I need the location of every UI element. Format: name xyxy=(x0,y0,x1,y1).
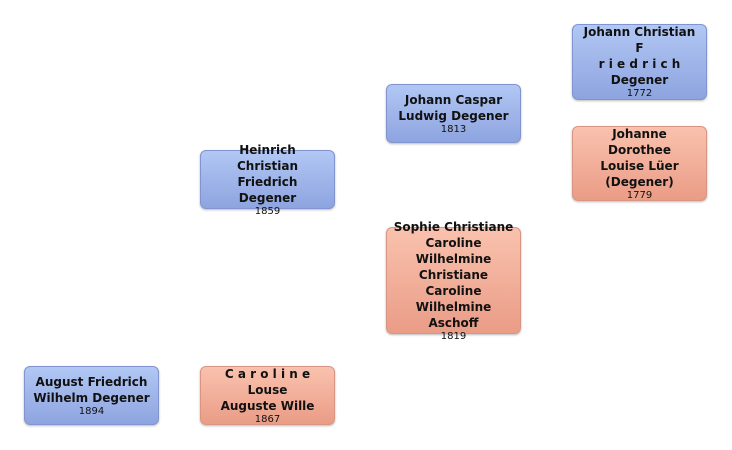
person-year: 1859 xyxy=(254,205,281,217)
person-card-johanne-dorothee-louise-luer[interactable]: Johanne Dorothee Louise Lüer (Degener) 1… xyxy=(572,126,707,201)
person-name: C a r o l i n e Louse Auguste Wille xyxy=(220,366,315,413)
person-name: Johanne Dorothee Louise Lüer (Degener) xyxy=(600,126,679,189)
person-name: Johann Caspar Ludwig Degener xyxy=(398,92,509,123)
person-card-august-friedrich-wilhelm-degener[interactable]: August Friedrich Wilhelm Degener 1894 xyxy=(24,366,159,425)
person-name: Sophie Christiane Caroline Wilhelmine Ch… xyxy=(393,219,514,330)
person-card-heinrich-christian-friedrich-degener[interactable]: Heinrich Christian Friedrich Degener 185… xyxy=(200,143,335,217)
person-year: 1779 xyxy=(626,189,653,201)
person-year: 1813 xyxy=(440,123,467,135)
person-name: August Friedrich Wilhelm Degener xyxy=(33,374,150,405)
person-year: 1772 xyxy=(626,88,653,99)
person-card-johann-christian-friedrich-degener[interactable]: Johann Christian F r i e d r i c h Degen… xyxy=(572,24,707,100)
person-name: Johann Christian F r i e d r i c h Degen… xyxy=(583,25,696,87)
person-card-caroline-louse-auguste-wille[interactable]: C a r o l i n e Louse Auguste Wille 1867 xyxy=(200,366,335,425)
person-card-sophie-christiane-caroline-aschoff[interactable]: Sophie Christiane Caroline Wilhelmine Ch… xyxy=(386,220,521,342)
person-name: Heinrich Christian Friedrich Degener xyxy=(236,142,298,205)
person-year: 1894 xyxy=(78,405,105,417)
person-card-johann-caspar-ludwig-degener[interactable]: Johann Caspar Ludwig Degener 1813 xyxy=(386,84,521,143)
person-year: 1819 xyxy=(440,330,467,342)
person-year: 1867 xyxy=(254,413,281,425)
